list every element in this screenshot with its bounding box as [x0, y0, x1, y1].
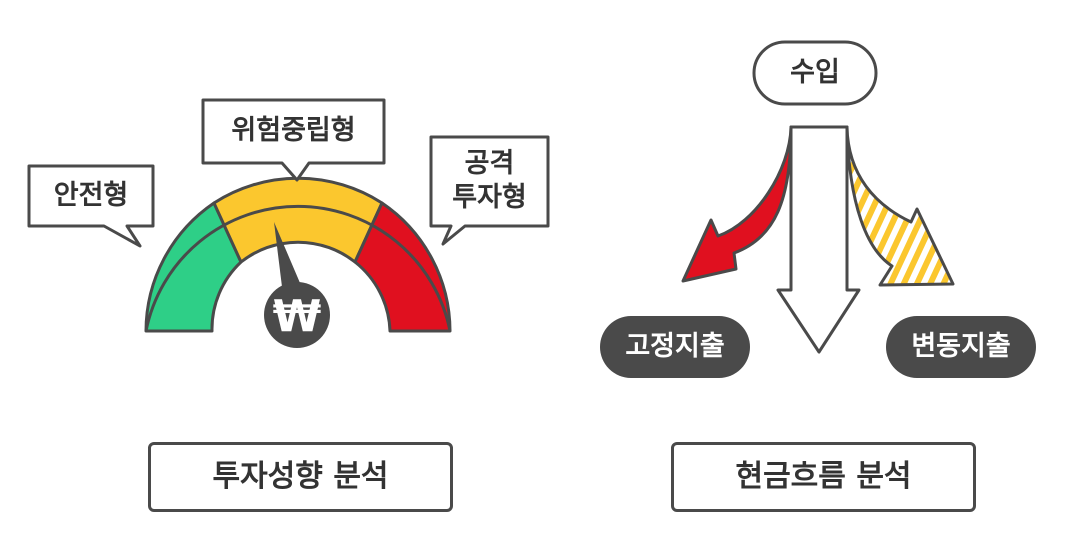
fixed-expense-arrow: [681, 125, 793, 283]
won-coin-icon: [264, 282, 330, 348]
variable-expense-label: 변동지출: [911, 331, 1011, 362]
callout-aggressive-label-line1: 공격: [464, 148, 515, 179]
callout-aggressive-label-line2: 투자형: [452, 182, 527, 213]
fixed-expense-label: 고정지출: [625, 331, 725, 362]
cashflow-diagram: [600, 40, 1036, 378]
fixed-expense-pill: [600, 316, 750, 378]
variable-expense-arrow: [845, 125, 955, 287]
variable-expense-pill: [886, 316, 1036, 378]
gauge-neutral-segment: [212, 176, 384, 264]
investment-analysis-title: 투자성향 분석: [148, 442, 453, 512]
callout-aggressive-bubble: [429, 135, 550, 246]
callout-safe-bubble: [27, 164, 155, 248]
income-label: 수입: [790, 57, 840, 88]
callout-neutral-label: 위험중립형: [231, 115, 356, 146]
callout-safe-label: 안전형: [53, 180, 129, 211]
cashflow-analysis-title: 현금흐름 분석: [671, 442, 976, 512]
gauge-safe-segment: [144, 201, 243, 333]
callout-neutral-bubble: [201, 98, 386, 182]
risk-gauge: ₩: [144, 176, 452, 348]
income-down-arrow: [776, 125, 861, 354]
won-symbol: ₩: [273, 291, 322, 342]
gauge-outline: [144, 204, 452, 332]
income-pill: [752, 40, 878, 106]
